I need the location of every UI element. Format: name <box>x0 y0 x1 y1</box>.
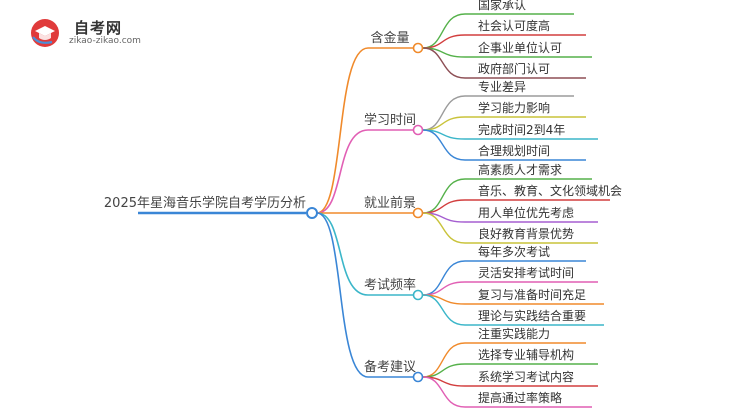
leaf-label: 复习与准备时间充足 <box>478 287 586 302</box>
site-logo[interactable]: 自考网 zikao-zikao.com <box>30 16 170 52</box>
root-node <box>306 207 318 219</box>
logo-subtitle: zikao-zikao.com <box>69 36 141 46</box>
leaf-connector <box>422 294 604 326</box>
leaf-connector <box>422 342 586 378</box>
leaf-label: 完成时间2到4年 <box>478 122 565 137</box>
branch-label: 含金量 <box>370 30 409 46</box>
leaf-label: 专业差异 <box>478 79 526 94</box>
leaf-connector <box>422 212 598 244</box>
leaf-label: 社会认可度高 <box>478 18 550 33</box>
leaf-connector <box>422 95 574 131</box>
leaf-label: 合理规划时间 <box>478 143 550 158</box>
leaf-label: 音乐、教育、文化领域机会 <box>478 183 622 198</box>
leaf-connector <box>422 178 592 214</box>
graduation-cap-icon <box>31 19 59 47</box>
leaf-label: 高素质人才需求 <box>478 162 562 177</box>
leaf-connector <box>422 13 574 49</box>
branch-node <box>412 207 424 219</box>
leaf-connector <box>422 47 586 79</box>
root-label: 2025年星海音乐学院自考学历分析 <box>104 195 306 211</box>
logo-title: 自考网 <box>74 19 123 37</box>
branch-node <box>412 289 424 301</box>
branch-label: 备考建议 <box>364 359 416 375</box>
branch-node <box>412 124 424 136</box>
branch-node <box>412 42 424 54</box>
branch-label: 就业前景 <box>364 195 416 211</box>
leaf-label: 理论与实践结合重要 <box>478 308 586 323</box>
leaf-label: 学习能力影响 <box>478 100 550 115</box>
branch-connector <box>316 47 413 214</box>
leaf-label: 良好教育背景优势 <box>478 226 574 241</box>
branch-connector <box>316 212 413 296</box>
leaf-label: 每年多次考试 <box>478 244 550 259</box>
leaf-label: 灵活安排考试时间 <box>478 265 574 280</box>
leaf-connector <box>422 34 586 49</box>
leaf-label: 选择专业辅导机构 <box>478 347 574 362</box>
branch-label: 考试频率 <box>364 277 416 293</box>
leaf-connector <box>422 116 586 131</box>
leaf-connector <box>422 129 586 161</box>
branch-connector <box>316 129 413 214</box>
leaf-label: 企事业单位认可 <box>478 40 562 55</box>
leaf-connector <box>422 260 586 296</box>
leaf-label: 系统学习考试内容 <box>478 369 574 384</box>
branch-connector <box>316 212 413 378</box>
leaf-label: 国家承认 <box>478 0 526 12</box>
leaf-connector <box>422 199 610 214</box>
leaf-connector <box>422 376 592 408</box>
leaf-label: 用人单位优先考虑 <box>478 205 574 220</box>
leaf-label: 提高通过率策略 <box>478 390 562 405</box>
leaf-label: 政府部门认可 <box>478 61 550 76</box>
leaf-connector <box>422 281 598 296</box>
leaf-connector <box>422 363 598 378</box>
branch-node <box>412 371 424 383</box>
leaf-label: 注重实践能力 <box>478 326 550 341</box>
branch-label: 学习时间 <box>364 112 416 128</box>
